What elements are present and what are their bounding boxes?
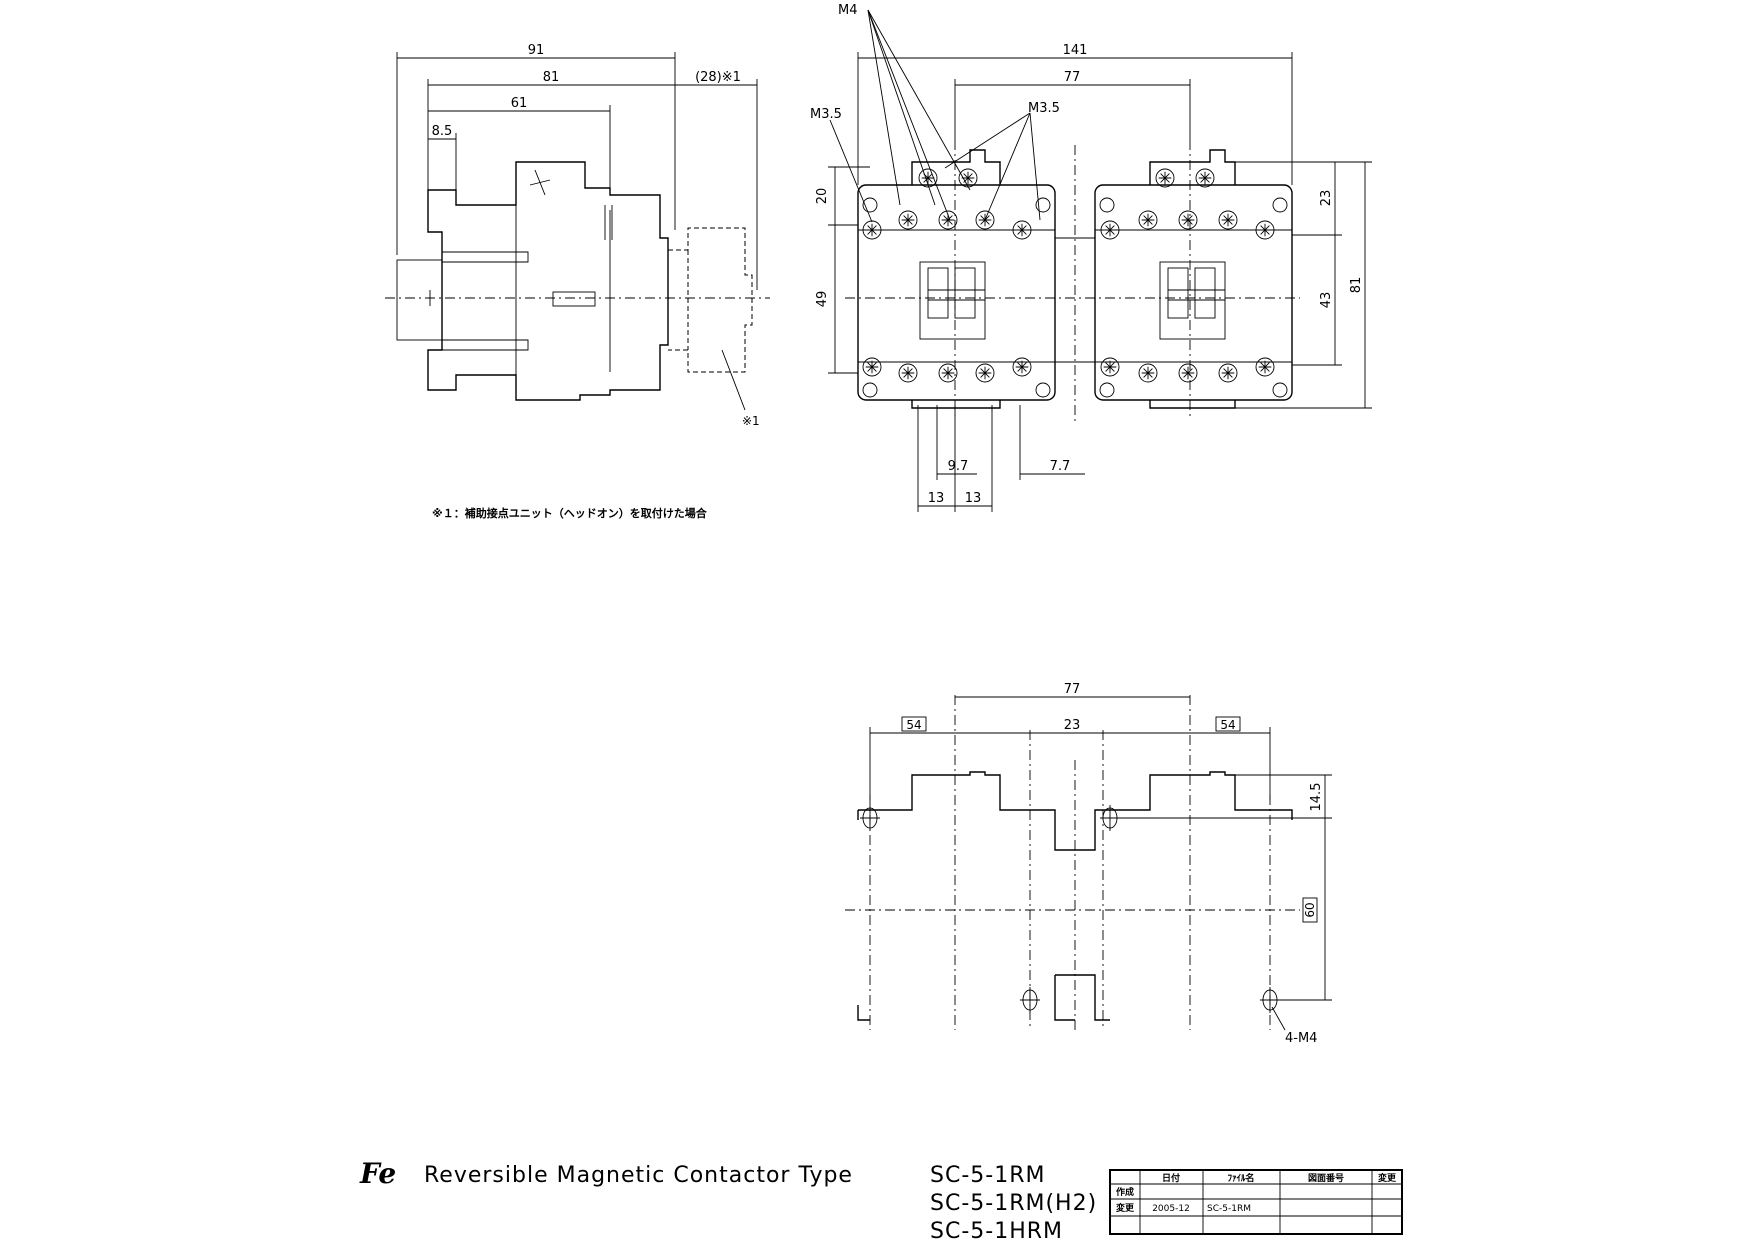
mount-dim-23: 23 [1064,718,1081,733]
tb-header-rev: 変更 [1378,1172,1397,1184]
terminal-screw [1138,210,1158,230]
dim-8-5: 8.5 [432,124,453,139]
dim-20: 20 [815,188,830,205]
label-m3-5-left: M3.5 [810,107,842,122]
tb-header-number: 図面番号 [1308,1172,1344,1184]
terminal-screw [1155,168,1175,188]
terminal-screw [862,220,882,240]
fuji-logo: Fe [359,1157,396,1190]
terminal-screw [1178,210,1198,230]
terminal-screw [898,210,918,230]
dim-9-7: 9.7 [948,459,969,474]
terminal-screw [1100,220,1120,240]
terminal-screw [975,363,995,383]
tb-file: SC-5-1RM [1207,1204,1251,1214]
footer: Fe Reversible Magnetic Contactor Type SC… [359,1157,1097,1240]
mount-dim-60: 60 [1303,902,1317,917]
terminal-screw [918,168,938,188]
dim-28: (28)※1 [695,70,741,85]
terminal-screw [862,357,882,377]
dim-49: 49 [815,291,830,308]
tb-row-created: 作成 [1116,1186,1134,1198]
label-m4: M4 [838,3,858,18]
tb-header-file: ﾌｧｲﾙ名 [1227,1172,1254,1184]
terminal-screw [1178,363,1198,383]
product-title: Reversible Magnetic Contactor Type [424,1163,853,1188]
terminal-screw [1100,357,1120,377]
tb-header-date: 日付 [1162,1172,1180,1184]
tb-date: 2005-12 [1152,1204,1190,1214]
right-contactor-body [1094,184,1293,401]
left-window [919,261,986,340]
dim-23: 23 [1319,190,1334,207]
title-block: 日付 ﾌｧｲﾙ名 図面番号 変更 作成 変更 2005-12 SC-5-1RM [1109,1169,1403,1235]
auxiliary-unit-note: ※１：補助接点ユニット（ヘッドオン）を取付けた場合 [432,506,708,520]
terminal-screw [1195,168,1215,188]
type-3: SC-5-1HRM [930,1219,1063,1240]
terminal-screw [1255,357,1275,377]
side-view: 91 81 61 8.5 (28)※1 ※1 [385,43,770,428]
terminal-screw [1255,220,1275,240]
front-view: M4 M3.5 M3.5 141 77 20 49 23 43 8 [810,3,1372,512]
dim-43: 43 [1319,292,1334,309]
terminal-screw [1138,363,1158,383]
dim-81: 81 [543,70,560,85]
terminal-screw [938,210,958,230]
terminal-screw [1218,363,1238,383]
dim-141: 141 [1063,43,1088,58]
tb-row-changed: 変更 [1116,1202,1135,1214]
dim-13-right: 13 [965,491,982,506]
dim-13-left: 13 [928,491,945,506]
type-1: SC-5-1RM [930,1163,1045,1188]
dim-91: 91 [528,43,545,58]
mount-dim-54-right: 54 [1220,718,1235,732]
mounting-view: 77 54 54 23 14.5 60 4-M4 [845,682,1332,1046]
mount-dim-14-5: 14.5 [1309,783,1324,812]
terminal-screw [1218,210,1238,230]
note-marker: ※1 [742,414,760,428]
dim-81-front: 81 [1349,277,1364,294]
terminal-screws [862,168,1275,383]
mount-dim-77: 77 [1064,682,1081,697]
type-2: SC-5-1RM(H2) [930,1191,1097,1216]
left-contactor-body [857,184,1056,401]
right-window [1159,261,1226,340]
terminal-screw [1012,357,1032,377]
label-m3-5-mid: M3.5 [1028,101,1060,116]
dim-7-7: 7.7 [1050,459,1071,474]
mount-dim-54-left: 54 [906,718,921,732]
dim-77: 77 [1064,70,1081,85]
terminal-screw [958,168,978,188]
terminal-screw [898,363,918,383]
label-4-m4: 4-M4 [1285,1031,1317,1046]
terminal-screw [1012,220,1032,240]
dim-61: 61 [511,96,528,111]
terminal-screw [938,363,958,383]
